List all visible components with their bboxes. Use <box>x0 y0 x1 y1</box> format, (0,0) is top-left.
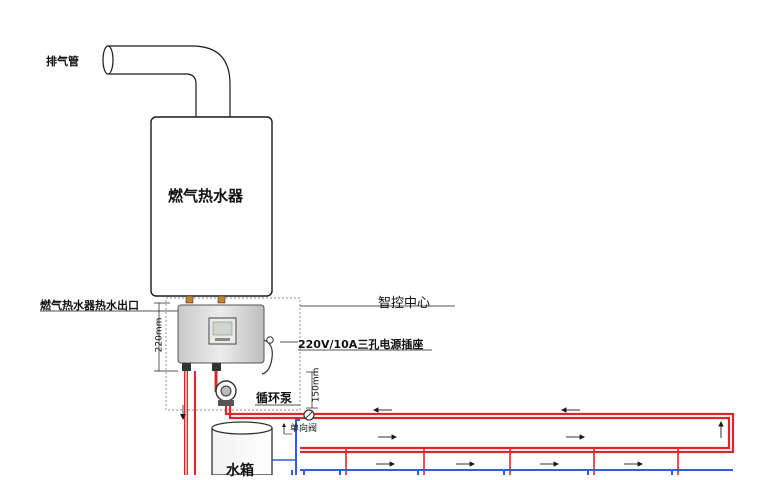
water-tank-label: 水箱 <box>226 463 254 479</box>
heater-outlet-fittings <box>185 295 226 304</box>
power-socket-label: 220V/10A三孔电源插座 <box>298 338 424 351</box>
circulation-pump-label: 循环泵 <box>256 391 293 405</box>
gas-water-heater <box>150 116 273 297</box>
check-valve-label: 单向阀 <box>290 424 318 434</box>
dimension-150mm <box>306 371 318 409</box>
smart-controller-box <box>177 304 265 364</box>
exhaust-pipe-label: 排气管 <box>46 55 79 68</box>
gas-water-heater-label: 燃气热水器 <box>168 187 244 205</box>
hot-supply-loop <box>224 406 735 454</box>
dimension-150mm-label: 150mm <box>311 367 322 403</box>
circulation-pump <box>214 371 237 406</box>
dimension-220mm <box>154 302 178 372</box>
power-socket-icon <box>261 336 274 375</box>
dimension-220mm-label: 220mm <box>154 317 165 353</box>
smart-control-dashed-area <box>165 297 301 411</box>
exhaust-pipe <box>102 45 231 119</box>
flow-arrows <box>372 407 724 467</box>
cold-return-pipes <box>291 419 733 475</box>
smart-control-center-label: 智控中心 <box>378 296 431 311</box>
heater-outlet-label: 燃气热水器热水出口 <box>40 299 139 312</box>
controller-pipes <box>180 363 221 475</box>
water-tank <box>211 421 273 475</box>
check-valve-arrow-head <box>282 423 286 427</box>
check-valve-icon <box>303 409 315 421</box>
